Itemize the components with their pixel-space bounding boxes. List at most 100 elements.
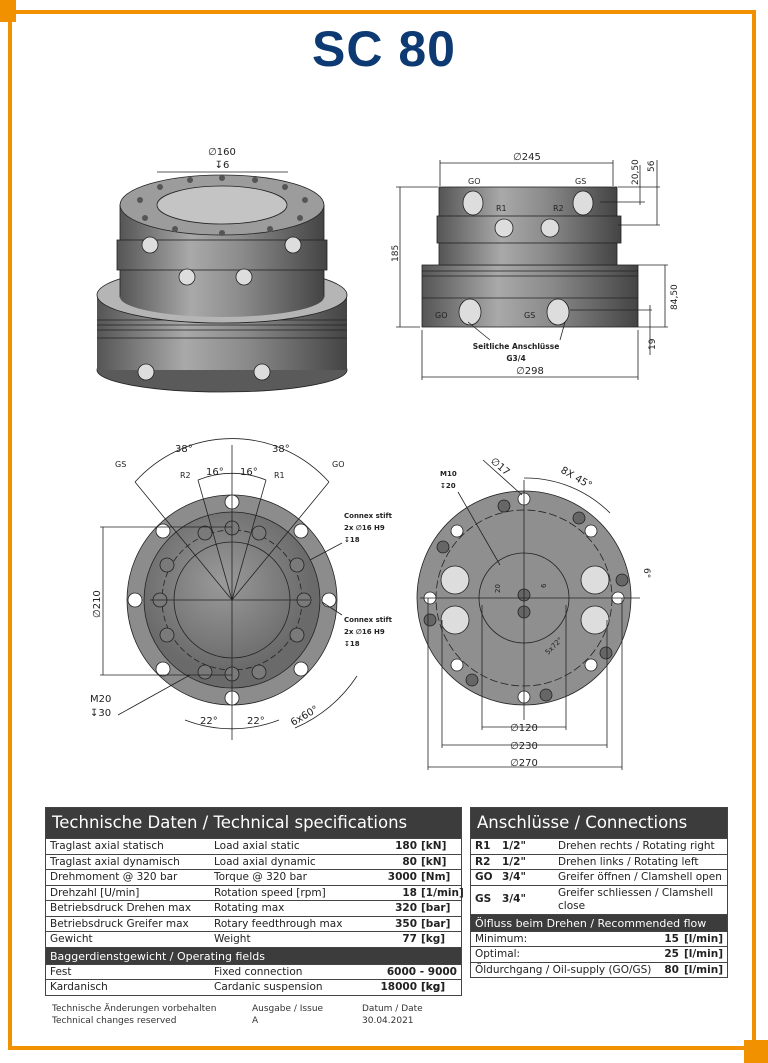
isometric-view	[96, 171, 348, 393]
flow-row: Öldurchgang / Oil-supply (GO/GS)80[l/min…	[471, 961, 727, 978]
label-side-gs2: GS	[524, 311, 535, 320]
connection-description: Drehen links / Rotating left	[558, 855, 699, 868]
label-side-go2: GO	[435, 311, 448, 320]
spec-label-en: Load axial dynamic	[214, 855, 316, 868]
connection-size: 1/2"	[502, 840, 526, 852]
label-top-210: ∅210	[92, 590, 103, 618]
label-bottom-8x45: 8X 45°	[559, 465, 594, 492]
spec-label-de: Gewicht	[50, 933, 93, 945]
label-top-38-left: 38°	[175, 444, 193, 455]
spec-label-de: Betriebsdruck Drehen max	[50, 902, 192, 914]
label-bottom-120: ∅120	[510, 723, 538, 734]
technical-specifications-table: Technische Daten / Technical specificati…	[45, 807, 464, 996]
flow-unit: [l/min]	[683, 948, 723, 960]
flow-unit: [l/min]	[683, 932, 723, 945]
flow-title: Ölfluss beim Drehen / Recommended flow	[471, 913, 727, 931]
spec-value: 180	[395, 840, 417, 852]
label-side-note-size: G3/4	[506, 354, 525, 363]
spec-value-cell: 80 [kN]	[372, 855, 457, 870]
spec-value: 77	[402, 933, 417, 945]
spec-unit: [kg]	[421, 980, 446, 993]
specs-title: Technische Daten / Technical specificati…	[46, 808, 461, 838]
spec-unit: [kN]	[421, 855, 447, 868]
spec-row: Kardanisch Cardanic suspension 18000 [kg]	[46, 979, 461, 995]
label-bottom-6: 6	[540, 583, 548, 588]
product-title: SC 80	[312, 21, 456, 77]
label-top-22-left: 22°	[200, 716, 218, 727]
spec-value: 18000	[380, 981, 417, 993]
label-top-16-right: 16°	[240, 467, 258, 478]
label-connex-1: Connex stift	[344, 512, 393, 520]
label-top-m20-depth: ↧30	[90, 708, 111, 719]
label-bottom-m10-depth: ↧20	[440, 482, 456, 490]
spec-label-de: Traglast axial statisch	[50, 840, 164, 852]
technical-drawings: ∅160 ↧6 ∅245 GO GS R1 R2 185 20,50 56 84…	[90, 147, 680, 770]
frame-top	[8, 10, 756, 14]
spec-label-de: Traglast axial dynamisch	[50, 855, 180, 868]
top-plan-view	[100, 438, 358, 740]
spec-label-de: Betriebsdruck Greifer max	[50, 917, 189, 930]
spec-value-cell: 180[kN]	[372, 839, 457, 854]
label-top-16-left: 16°	[206, 467, 224, 478]
flow-unit: [l/min]	[683, 963, 723, 976]
connection-description: Greifer öffnen / Clamshell open	[558, 871, 722, 883]
flow-label: Minimum:	[475, 932, 528, 945]
footer-date-label: Datum / Date	[362, 1004, 423, 1014]
label-side-r1: R1	[496, 204, 507, 213]
label-side-dia-top: ∅245	[513, 152, 541, 163]
label-top-go: GO	[332, 460, 345, 469]
spec-unit: [bar]	[421, 902, 451, 914]
footer-issue-value: A	[252, 1016, 259, 1026]
frame-corner-top-left	[0, 0, 16, 22]
label-side-dia-bottom: ∅298	[516, 366, 544, 377]
label-iso-dia: ∅160	[208, 147, 236, 158]
spec-label-en: Rotary feedthrough max	[214, 917, 343, 930]
flow-value-cell: 25[l/min]	[664, 947, 723, 962]
spec-label-en: Fixed connection	[214, 965, 303, 978]
label-top-6x60: 6x60°	[289, 704, 320, 729]
label-connex-2: Connex stift	[344, 616, 393, 624]
spec-value: 18	[402, 886, 417, 899]
footer-issue: Ausgabe / Issue A	[252, 1003, 323, 1027]
spec-row: Traglast axial statisch Load axial static…	[46, 838, 461, 854]
footer-note: Technische Änderungen vorbehalten Techni…	[52, 1003, 216, 1027]
spec-label-en: Weight	[214, 933, 251, 945]
label-top-r1: R1	[274, 471, 285, 480]
spec-value: 80	[402, 855, 417, 868]
flow-label: Optimal:	[475, 948, 521, 960]
spec-unit: [kg]	[421, 981, 446, 993]
spec-value: 320	[395, 902, 417, 914]
footer-note-en: Technical changes reserved	[52, 1016, 177, 1026]
frame-bottom	[8, 1046, 758, 1050]
flow-value: 80	[664, 963, 679, 976]
label-top-22-right: 22°	[247, 716, 265, 727]
connection-size: 3/4"	[502, 871, 526, 883]
label-side-r2: R2	[553, 204, 564, 213]
spec-label-de: Kardanisch	[50, 981, 108, 993]
spec-label-en: Cardanic suspension	[214, 981, 323, 993]
label-side-go: GO	[468, 177, 481, 186]
footer-date-value: 30.04.2021	[362, 1016, 414, 1026]
connection-description: Greifer schliessen / Clamshell close	[558, 886, 714, 912]
label-connex-2-depth: ↧18	[344, 640, 360, 648]
spec-unit: [kg]	[421, 933, 446, 945]
connection-key: GS	[475, 893, 492, 905]
connection-key: R1	[475, 840, 491, 852]
spec-value-cell: 77 [kg]	[372, 932, 457, 947]
spec-value: 3000	[387, 871, 417, 883]
connection-key: R2	[475, 855, 491, 868]
footer-date: Datum / Date 30.04.2021	[362, 1003, 423, 1027]
spec-value-cell: 3000[Nm]	[372, 870, 457, 885]
spec-label-en: Load axial static	[214, 840, 300, 852]
spec-value-cell: 18000 [kg]	[372, 980, 457, 995]
label-side-note: Seitliche Anschlüsse	[473, 342, 560, 351]
spec-value: 350	[395, 917, 417, 930]
footer-issue-label: Ausgabe / Issue	[252, 1004, 324, 1014]
spec-label-de: Drehmoment @ 320 bar	[50, 871, 178, 883]
spec-row: Gewicht Weight 77 [kg]	[46, 931, 461, 947]
